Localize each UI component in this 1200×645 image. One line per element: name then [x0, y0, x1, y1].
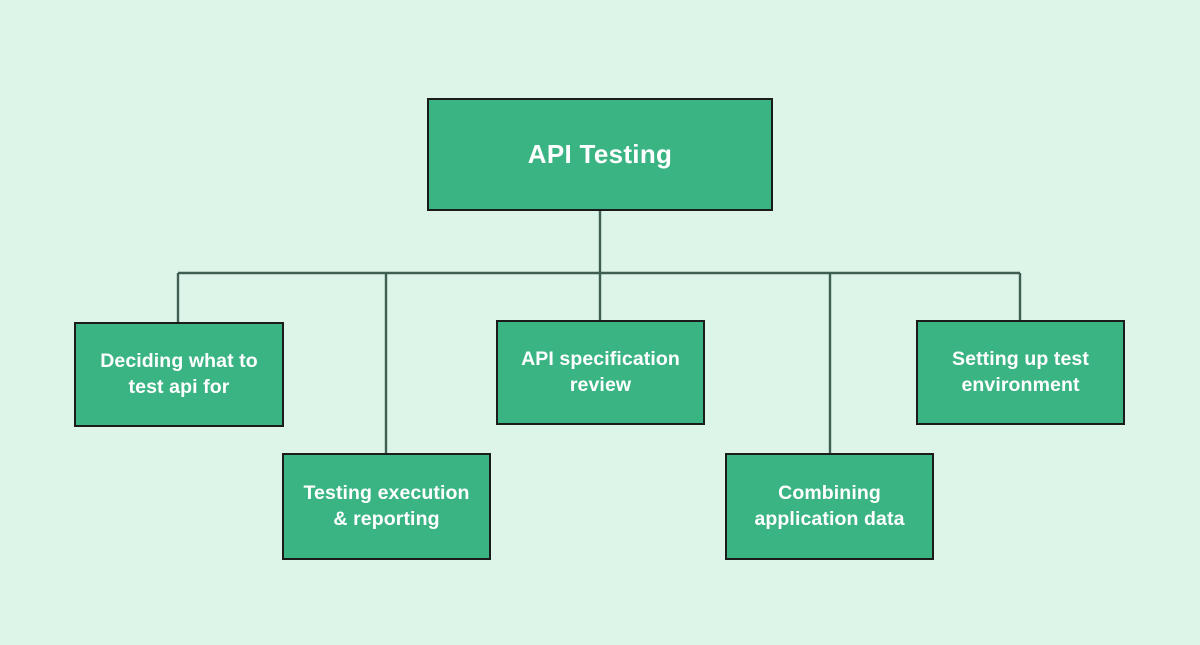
node-deciding-what-to-test-api-for[interactable]: Deciding what to test api for [74, 322, 284, 427]
node-label: Testing execution & reporting [303, 481, 470, 530]
node-root-label: API Testing [527, 139, 673, 170]
node-label: Combining application data [754, 481, 905, 530]
node-root-api-testing[interactable]: API Testing [427, 98, 773, 211]
node-combining-application-data[interactable]: Combining application data [725, 453, 934, 560]
node-label: Deciding what to test api for [100, 349, 258, 398]
node-label: API specification review [521, 347, 680, 396]
node-setting-up-test-environment[interactable]: Setting up test environment [916, 320, 1125, 425]
node-testing-execution-and-reporting[interactable]: Testing execution & reporting [282, 453, 491, 560]
node-label: Setting up test environment [952, 347, 1089, 396]
node-api-specification-review[interactable]: API specification review [496, 320, 705, 425]
